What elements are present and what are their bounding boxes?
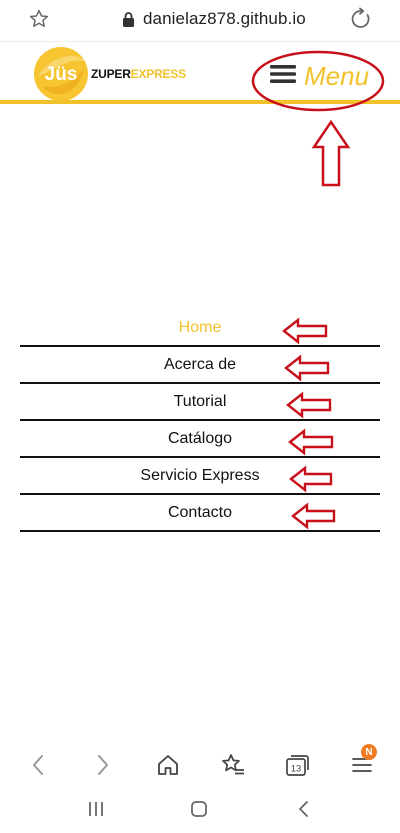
header-underline	[0, 100, 400, 104]
forward-icon[interactable]	[88, 750, 118, 780]
nav-item-acerca-de[interactable]: Acerca de	[20, 347, 380, 384]
menu-button[interactable]: Menu	[270, 59, 369, 93]
svg-text:Jüs: Jüs	[45, 64, 78, 85]
star-icon[interactable]	[28, 8, 50, 35]
nav-item-catalogo[interactable]: Catálogo	[20, 421, 380, 458]
url-text[interactable]: danielaz878.github.io	[143, 9, 306, 28]
nav-item-contacto[interactable]: Contacto	[20, 495, 380, 532]
logo-emblem-icon: Jüs	[34, 47, 88, 101]
main-nav: Home Acerca de Tutorial Catálogo Servici…	[20, 310, 380, 532]
annotation-up-arrow	[311, 120, 351, 187]
nav-item-servicio-express[interactable]: Servicio Express	[20, 458, 380, 495]
system-back-icon[interactable]	[296, 800, 312, 823]
nav-item-home[interactable]: Home	[20, 310, 380, 347]
svg-text:13: 13	[291, 764, 302, 775]
lock-icon	[122, 12, 135, 32]
favorites-icon[interactable]	[218, 750, 248, 780]
menu-badge: N	[361, 744, 377, 760]
system-nav-bar	[0, 788, 400, 833]
home-icon[interactable]	[153, 750, 183, 780]
back-icon[interactable]	[23, 750, 53, 780]
recent-apps-icon[interactable]	[87, 800, 105, 823]
menu-label: Menu	[304, 61, 370, 91]
nav-item-tutorial[interactable]: Tutorial	[20, 384, 380, 421]
reload-icon[interactable]	[349, 7, 373, 36]
browser-url-bar: danielaz878.github.io	[0, 0, 400, 42]
system-home-icon[interactable]	[190, 800, 208, 823]
brand-name: ZUPEREXPRESS	[91, 67, 186, 81]
hamburger-menu-icon	[270, 64, 296, 89]
browser-toolbar: 13	[0, 740, 400, 788]
tabs-icon[interactable]: 13	[282, 750, 312, 780]
zuper-express-logo[interactable]: Jüs ZUPEREXPRESS	[32, 46, 192, 102]
site-header: Jüs ZUPEREXPRESS Menu	[0, 42, 400, 102]
